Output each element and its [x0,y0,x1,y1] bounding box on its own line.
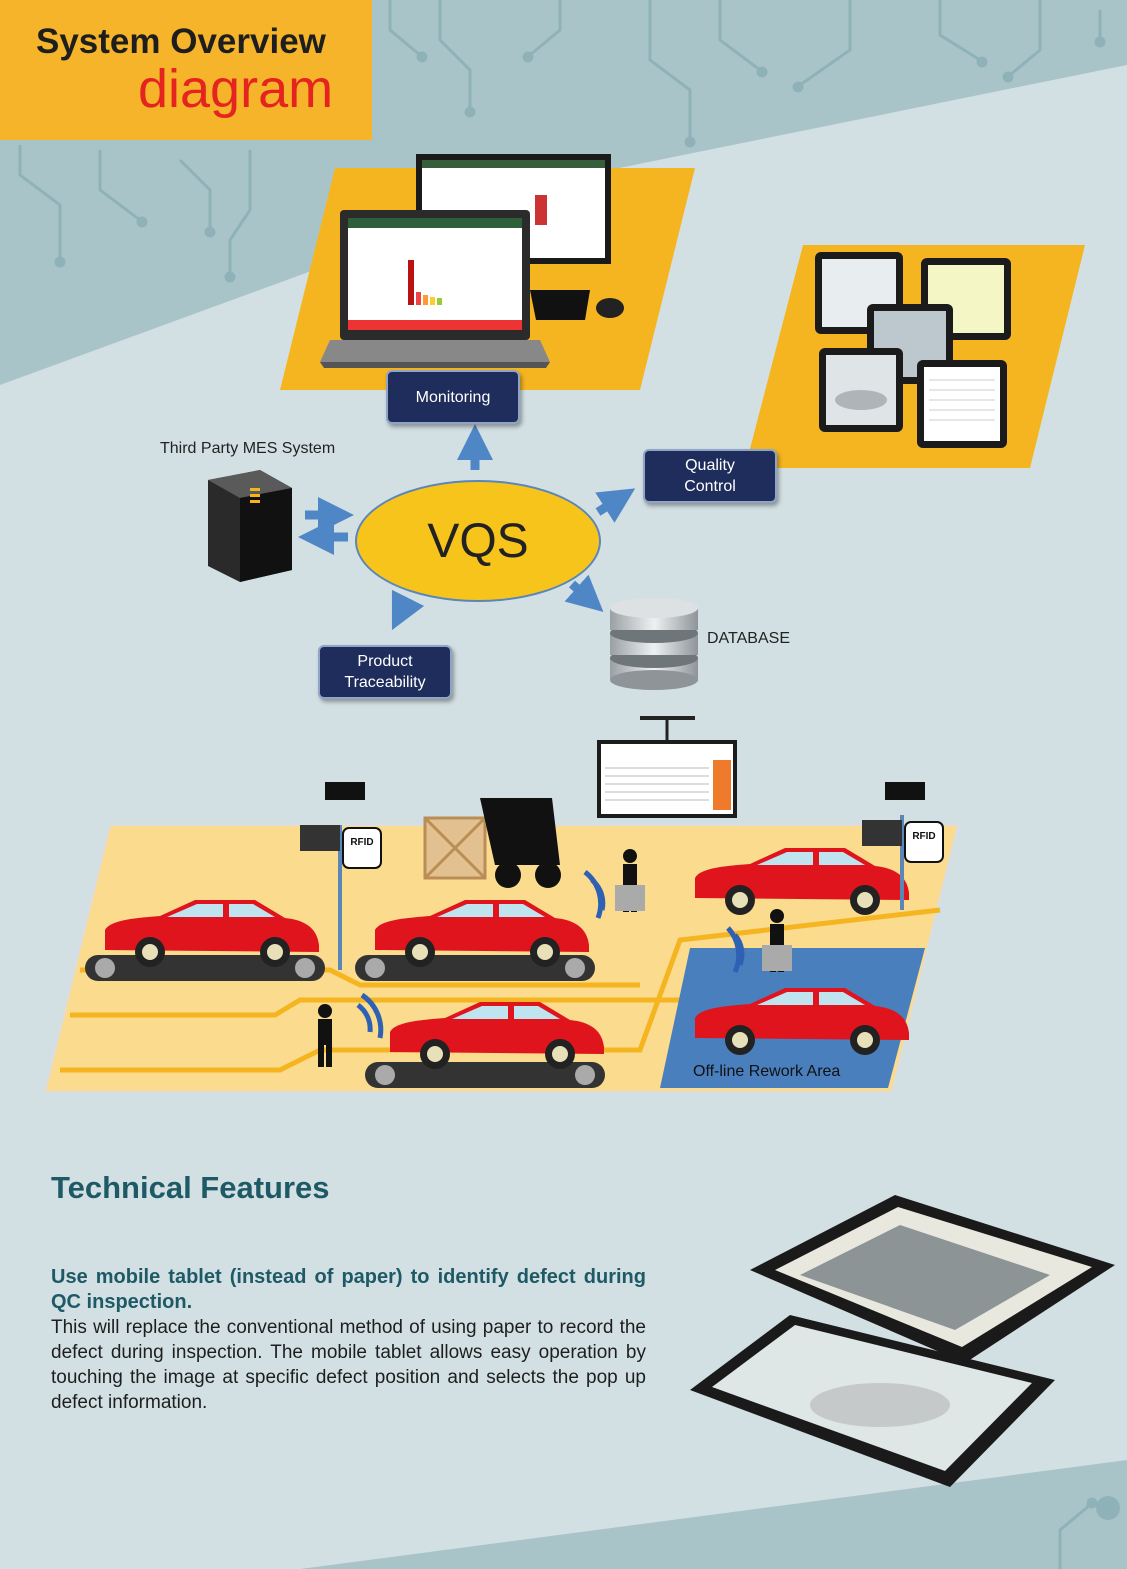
tablet-icon [815,252,1011,448]
vqs-hub: VQS [355,480,601,602]
quality-control-label: Quality Control [684,457,736,495]
flow-arrows [298,424,636,631]
display-board-icon [597,716,737,818]
section-title: Technical Features [51,1170,330,1205]
quality-control-panel [745,245,1085,468]
rfid-reader-left: RFID [300,782,382,970]
database-icon [610,598,698,690]
forklift-icon [423,798,561,888]
product-traceability-node: Product Traceability [318,645,452,699]
rfid-reader-right: RFID [862,782,944,910]
tablet-bottom-icon [690,1315,1055,1487]
tablet-top-icon [750,1195,1115,1363]
tablet-illustration [690,1195,1115,1487]
monitoring-panel [280,154,695,390]
product-traceability-label: Product Traceability [344,653,426,691]
production-floor: RFID RFID [43,782,960,1093]
rfid-label-right: RFID [912,831,935,842]
monitoring-label: Monitoring [415,388,491,406]
page-title: System Overview [36,22,326,61]
title-banner [0,0,372,140]
rfid-label-left: RFID [350,837,373,848]
database-label: DATABASE [707,630,790,647]
rework-area-label: Off-line Rework Area [693,1063,841,1080]
mes-system-label: Third Party MES System [160,440,336,457]
feature-heading: Use mobile tablet (instead of paper) to … [51,1266,646,1313]
laptop-icon [320,210,550,368]
server-icon [208,470,292,582]
feature-body: This will replace the conventional metho… [51,1317,646,1413]
monitoring-node: Monitoring [386,370,520,424]
page-subtitle: diagram [138,59,334,119]
quality-control-node: Quality Control [643,449,777,503]
